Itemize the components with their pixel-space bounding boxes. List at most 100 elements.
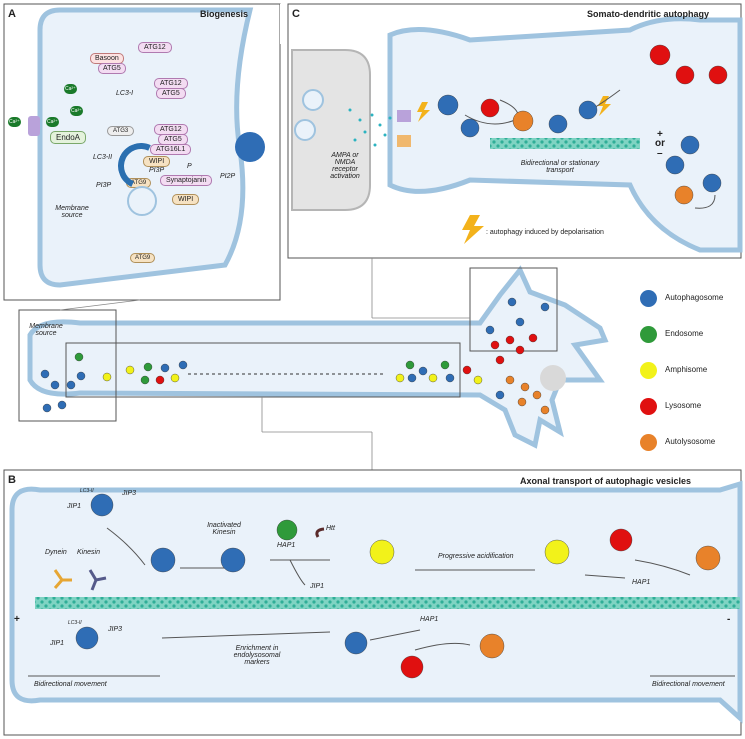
panel-a-letter: A <box>8 8 16 20</box>
vesicle <box>395 373 405 383</box>
atg16l1-label: ATG16L1 <box>150 144 192 155</box>
vesicle <box>102 372 112 382</box>
inset-box <box>469 267 558 352</box>
enrichment-label: Enrichment in endolysosomal markers <box>233 645 281 666</box>
vesicle <box>90 493 114 517</box>
synaptic-vesicle <box>302 89 324 111</box>
vesicle <box>665 155 685 175</box>
p-label: P <box>187 163 192 170</box>
vesicle <box>155 375 165 385</box>
vesicle <box>76 371 86 381</box>
vesicle <box>649 44 671 66</box>
lc3ii-label: LC3-II <box>93 154 113 161</box>
autophagosome-icon <box>235 132 265 162</box>
pi3p-label: PI3P <box>149 167 165 174</box>
ca-label: Ca²⁺ <box>8 117 21 127</box>
lightning-icon <box>417 102 430 122</box>
vesicle <box>473 375 483 385</box>
hap1-label: HAP1 <box>632 579 651 586</box>
panel-c-letter: C <box>292 8 300 20</box>
legend-label: Autophagosome <box>665 293 724 302</box>
vesicle <box>57 400 67 410</box>
vesicle <box>515 345 525 355</box>
vesicle <box>50 380 60 390</box>
nmda-receptor <box>397 135 411 147</box>
vesicle <box>150 547 176 573</box>
legend-swatch <box>640 434 657 451</box>
lc3ii-label: LC3-II <box>80 488 94 494</box>
vesicle <box>418 366 428 376</box>
vesicle <box>495 355 505 365</box>
vesicle <box>485 325 495 335</box>
atg5-label: ATG5 <box>98 63 126 74</box>
endoa-label: EndoA <box>50 131 87 144</box>
panel-b-title: Axonal transport of autophagic vesicles <box>520 476 692 486</box>
legend-label: Amphisome <box>665 365 708 374</box>
panel-c <box>287 3 743 259</box>
neuron-body <box>27 265 609 449</box>
bidirectional-label: Bidirectional movement <box>652 681 725 688</box>
vesicle <box>405 360 415 370</box>
wipi-label: WIPI <box>143 156 171 167</box>
legend-swatch <box>640 326 657 343</box>
dynein-icon <box>53 569 72 589</box>
ca-label: Ca²⁺ <box>46 117 59 127</box>
vesicle <box>495 390 505 400</box>
plus-label: + <box>657 129 663 140</box>
jip1-label: JIP1 <box>67 503 82 510</box>
arrow <box>464 114 516 125</box>
neurotransmitter <box>348 108 392 147</box>
neuron <box>18 258 609 470</box>
vesicle <box>520 382 530 392</box>
vesicle <box>344 631 368 655</box>
htt-label: Htt <box>326 525 335 532</box>
microtubule <box>35 597 740 609</box>
vesicle <box>178 360 188 370</box>
legend-item: Autophagosome <box>640 290 745 308</box>
vesicle <box>437 94 459 116</box>
legend-item: Autolysosome <box>640 434 745 452</box>
vesicle <box>505 375 515 385</box>
vesicle <box>462 365 472 375</box>
vesicle <box>369 539 395 565</box>
vesicle <box>479 633 505 659</box>
arrow <box>28 527 735 677</box>
vesicle <box>578 100 598 120</box>
vesicle <box>540 302 550 312</box>
jip3-label: JIP3 <box>108 626 123 633</box>
calcium-channel <box>28 116 40 136</box>
legend-label: Autolysosome <box>665 437 716 446</box>
plus-label: + <box>14 614 20 625</box>
vesicle <box>170 373 180 383</box>
vesicle <box>702 173 722 193</box>
vesicle <box>517 397 527 407</box>
inactivated-kinesin-label: Inactivated Kinesin <box>207 522 241 536</box>
vesicle <box>548 114 568 134</box>
jip1-label: JIP1 <box>50 640 65 647</box>
ampa-receptor <box>397 110 411 122</box>
vesicle <box>674 185 694 205</box>
bidirectional-label: Bidirectional movement <box>34 681 107 688</box>
vesicle <box>140 375 150 385</box>
atg9-vesicle <box>127 186 157 216</box>
vesicle <box>490 340 500 350</box>
vesicle <box>143 362 153 372</box>
membrane-source-label: Membrane source <box>55 205 89 219</box>
vesicle <box>428 373 438 383</box>
vesicle <box>505 335 515 345</box>
legend-item: Amphisome <box>640 362 745 380</box>
legend-swatch <box>640 362 657 379</box>
synaptojanin-label: Synaptojanin <box>160 175 213 186</box>
dynein-label: Dynein <box>45 549 67 556</box>
lc3i-label: LC3-I <box>116 90 134 97</box>
atg3-label: ATG3 <box>107 126 135 136</box>
vesicle <box>512 110 534 132</box>
wipi-label: WIPI <box>172 194 200 205</box>
vesicle <box>42 403 52 413</box>
dendrite <box>387 16 743 253</box>
panel-b <box>3 469 743 736</box>
lightning-icon <box>598 96 611 116</box>
vesicle <box>460 118 480 138</box>
presynaptic-terminal <box>37 7 254 288</box>
vesicle <box>40 369 50 379</box>
